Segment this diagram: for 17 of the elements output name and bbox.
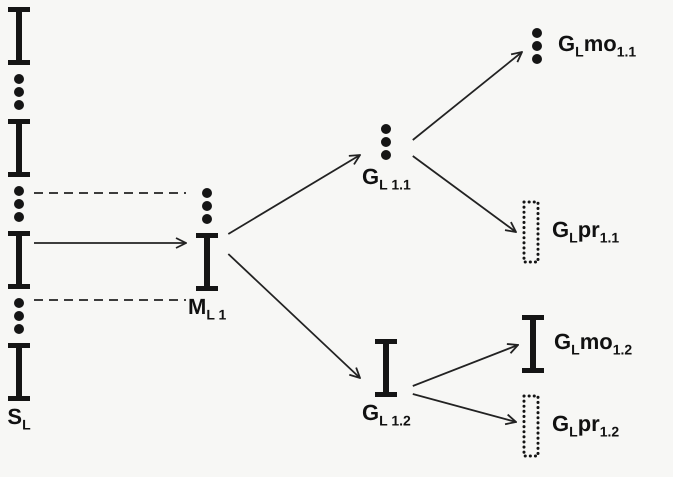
- node-label: G$_{L}$mo$_{1.1}$: [558, 33, 636, 59]
- node-label: G$_{L}$pr$_{1.2}$: [552, 413, 620, 439]
- dashed-line: [34, 192, 186, 194]
- node-label: G$_{L}$mo$_{1.2}$: [554, 331, 632, 357]
- arrow: [412, 51, 523, 141]
- node-label: G$_{L}$pr$_{1.1}$: [552, 219, 620, 245]
- arrow: [412, 155, 517, 233]
- node-label: G$_{L 1.2}$: [362, 402, 411, 428]
- arrow: [412, 343, 519, 387]
- node-label: M$_{L 1}$: [188, 296, 226, 322]
- arrow: [228, 253, 361, 379]
- dashed-line: [34, 299, 186, 301]
- node-label: S$_{L}$: [7, 406, 31, 432]
- arrow: [228, 154, 361, 235]
- arrow: [34, 237, 187, 249]
- node-label: G$_{L 1.1}$: [362, 166, 411, 192]
- arrow: [412, 393, 517, 426]
